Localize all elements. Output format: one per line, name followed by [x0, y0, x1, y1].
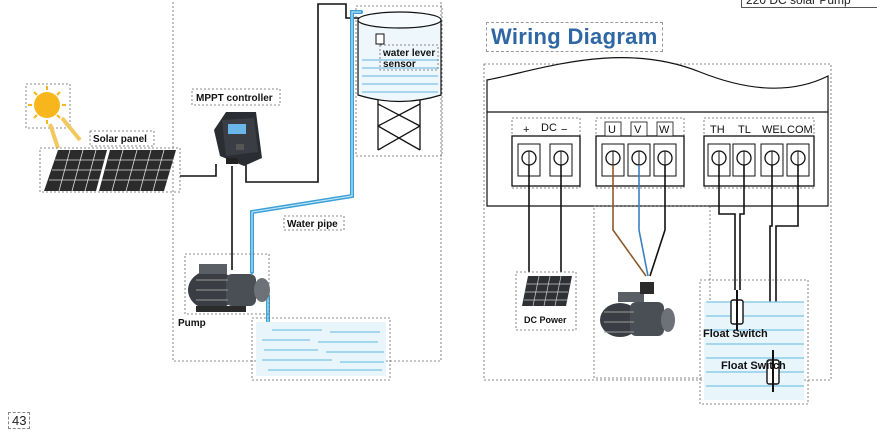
terminal-dc-title: DC — [541, 122, 557, 134]
motor-pump-icon — [600, 282, 675, 337]
corner-note: 220 DC solar Pump — [741, 0, 877, 8]
float-switch-1-label: Float Switch — [703, 328, 768, 340]
sensor-label-line-2: sensor — [383, 59, 416, 70]
terminal-wel: WEL — [762, 124, 786, 136]
float-switch-2-icon — [766, 350, 780, 392]
water-source — [251, 317, 391, 381]
terminal-u: U — [608, 124, 616, 136]
pump-label: Pump — [178, 318, 206, 329]
pipe-label: Water pipe — [287, 219, 338, 230]
controller-label: MPPT controller — [196, 93, 273, 104]
pump-icon — [184, 253, 270, 315]
solar-panel-icon — [39, 147, 181, 193]
page-title: Wiring Diagram — [486, 22, 663, 52]
mppt-controller-icon — [214, 112, 262, 166]
terminal-w: W — [659, 124, 670, 136]
solar-panel-label: Solar panel — [93, 134, 147, 145]
sensor-label: water lever sensor — [382, 48, 438, 70]
sensor-label-line-1: water lever — [382, 48, 435, 59]
dc-power-label: DC Power — [524, 315, 567, 325]
wire-w — [649, 165, 666, 277]
terminal-tl: TL — [738, 124, 751, 136]
wire-u — [612, 165, 647, 277]
water-well — [699, 279, 809, 405]
water-pipe — [250, 10, 363, 274]
float-switch-2-label: Float Switch — [721, 360, 786, 372]
wire-v — [638, 165, 649, 277]
water-tank-icon — [355, 5, 443, 157]
terminal-com: COM — [787, 124, 813, 136]
sun-icon — [25, 83, 82, 149]
terminal-th: TH — [710, 124, 725, 136]
terminal-dc-minus: − — [561, 124, 567, 136]
float-switch-1-icon — [730, 290, 744, 330]
terminal-dc-plus: + — [523, 124, 529, 136]
terminal-v: V — [634, 124, 642, 136]
page-number: 43 — [8, 412, 31, 429]
dc-power-icon — [515, 271, 577, 331]
